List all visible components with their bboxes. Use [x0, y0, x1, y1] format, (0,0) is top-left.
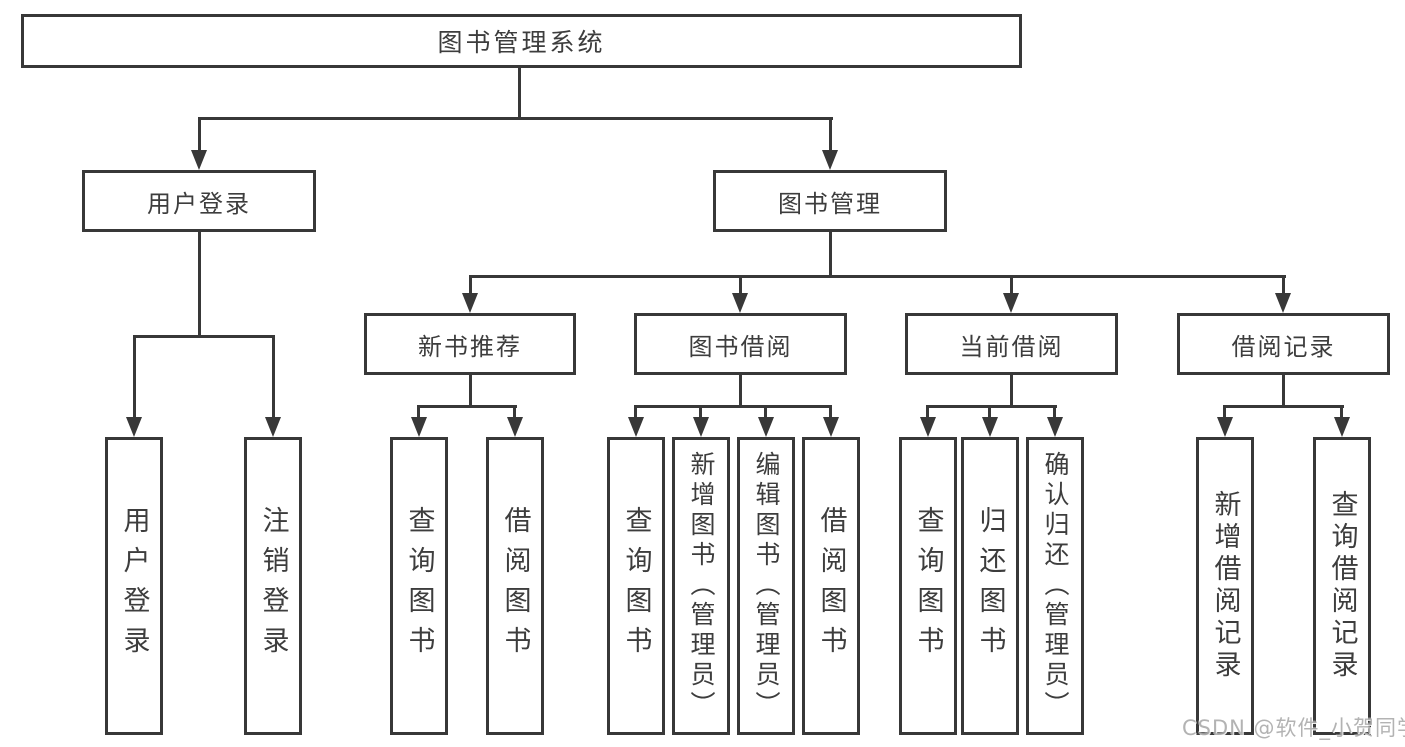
arrowhead-down-icon	[126, 417, 142, 437]
arrowhead-down-icon	[732, 293, 748, 313]
node-label: 借阅记录	[1231, 332, 1336, 361]
arrowhead-down-icon	[982, 417, 998, 437]
node-label: 用户登录	[118, 506, 150, 666]
arrowhead-down-icon	[1217, 417, 1233, 437]
connector-stem	[272, 337, 275, 419]
connector-stem	[469, 375, 472, 407]
node-label: 新增借阅记录	[1209, 490, 1241, 682]
arrowhead-down-icon	[191, 150, 207, 170]
node-label: 图书管理系统	[437, 28, 606, 57]
node-library-management-system: 图书管理系统	[21, 14, 1022, 68]
connector-level3-rail	[469, 275, 1286, 278]
arrowhead-down-icon	[1003, 293, 1019, 313]
arrowhead-down-icon	[462, 293, 478, 313]
node-label: 查询图书	[620, 506, 652, 666]
connector-stem	[699, 406, 702, 420]
connector-stem	[198, 118, 201, 152]
arrowhead-down-icon	[758, 417, 774, 437]
connector-stem	[764, 406, 767, 420]
leaf-add-borrow-record: 新增借阅记录	[1196, 437, 1254, 735]
arrowhead-down-icon	[823, 417, 839, 437]
arrowhead-down-icon	[411, 417, 427, 437]
connector-stem	[417, 406, 420, 420]
connector-stem	[1010, 277, 1013, 295]
node-label: 查询图书	[403, 506, 435, 666]
leaf-confirm-return-admin: 确认归还（管理员）	[1026, 437, 1084, 735]
arrowhead-down-icon	[822, 150, 838, 170]
node-label: 新书推荐	[418, 332, 522, 361]
connector-stem	[634, 406, 637, 420]
leaf-query-books-recommendation: 查询图书	[390, 437, 448, 735]
connector-stem	[469, 277, 472, 295]
leaf-return-book: 归还图书	[961, 437, 1019, 735]
connector-rail	[634, 405, 832, 408]
connector-root-stem	[518, 66, 521, 119]
arrowhead-down-icon	[693, 417, 709, 437]
arrowhead-down-icon	[1275, 293, 1291, 313]
connector-rail	[133, 335, 275, 338]
node-label: 新增图书（管理员）	[687, 451, 716, 721]
node-user-login: 用户登录	[82, 170, 316, 232]
node-current-borrowing: 当前借阅	[905, 313, 1118, 375]
leaf-user-login: 用户登录	[105, 437, 163, 735]
connector-stem	[829, 406, 832, 420]
connector-stem	[1053, 406, 1056, 420]
leaf-logout: 注销登录	[244, 437, 302, 735]
node-label: 查询借阅记录	[1326, 490, 1358, 682]
node-label: 当前借阅	[959, 332, 1064, 361]
leaf-borrow-books-borrowing: 借阅图书	[802, 437, 860, 735]
node-label: 借阅图书	[815, 506, 847, 666]
leaf-query-books-current: 查询图书	[899, 437, 957, 735]
node-label: 借阅图书	[499, 506, 531, 666]
connector-stem	[1010, 375, 1013, 407]
node-label: 归还图书	[974, 506, 1006, 666]
leaf-edit-book-admin: 编辑图书（管理员）	[737, 437, 795, 735]
node-label: 图书借阅	[688, 332, 793, 361]
arrowhead-down-icon	[265, 417, 281, 437]
node-book-management: 图书管理	[713, 170, 947, 232]
node-label: 确认归还（管理员）	[1041, 451, 1070, 721]
leaf-borrow-books-recommendation: 借阅图书	[486, 437, 544, 735]
leaf-query-borrow-record: 查询借阅记录	[1313, 437, 1371, 735]
connector-stem	[1223, 406, 1226, 420]
connector-stem	[198, 232, 201, 337]
arrowhead-down-icon	[1047, 417, 1063, 437]
arrowhead-down-icon	[628, 417, 644, 437]
node-label: 查询图书	[912, 506, 944, 666]
node-label: 编辑图书（管理员）	[752, 451, 781, 721]
node-label: 用户登录	[147, 189, 251, 218]
connector-stem	[739, 375, 742, 407]
connector-level2-rail	[198, 117, 833, 120]
leaf-add-book-admin: 新增图书（管理员）	[672, 437, 730, 735]
connector-stem	[1282, 375, 1285, 407]
node-borrowing-records: 借阅记录	[1177, 313, 1390, 375]
csdn-watermark: CSDN @软件_小贺同学	[1182, 716, 1405, 740]
connector-stem	[739, 277, 742, 295]
connector-stem	[1282, 277, 1285, 295]
arrowhead-down-icon	[507, 417, 523, 437]
arrowhead-down-icon	[1334, 417, 1350, 437]
connector-rail	[1223, 405, 1344, 408]
connector-rail	[417, 405, 517, 408]
leaf-query-books-borrowing: 查询图书	[607, 437, 665, 735]
connector-stem	[513, 406, 516, 420]
node-book-borrowing: 图书借阅	[634, 313, 847, 375]
connector-stem	[926, 406, 929, 420]
connector-stem	[829, 118, 832, 152]
connector-rail	[926, 405, 1057, 408]
connector-stem	[988, 406, 991, 420]
node-label: 注销登录	[257, 506, 289, 666]
node-new-book-recommendation: 新书推荐	[364, 313, 576, 375]
connector-stem	[133, 337, 136, 419]
connector-stem	[829, 232, 832, 277]
node-label: 图书管理	[778, 189, 882, 218]
arrowhead-down-icon	[920, 417, 936, 437]
connector-stem	[1340, 406, 1343, 420]
